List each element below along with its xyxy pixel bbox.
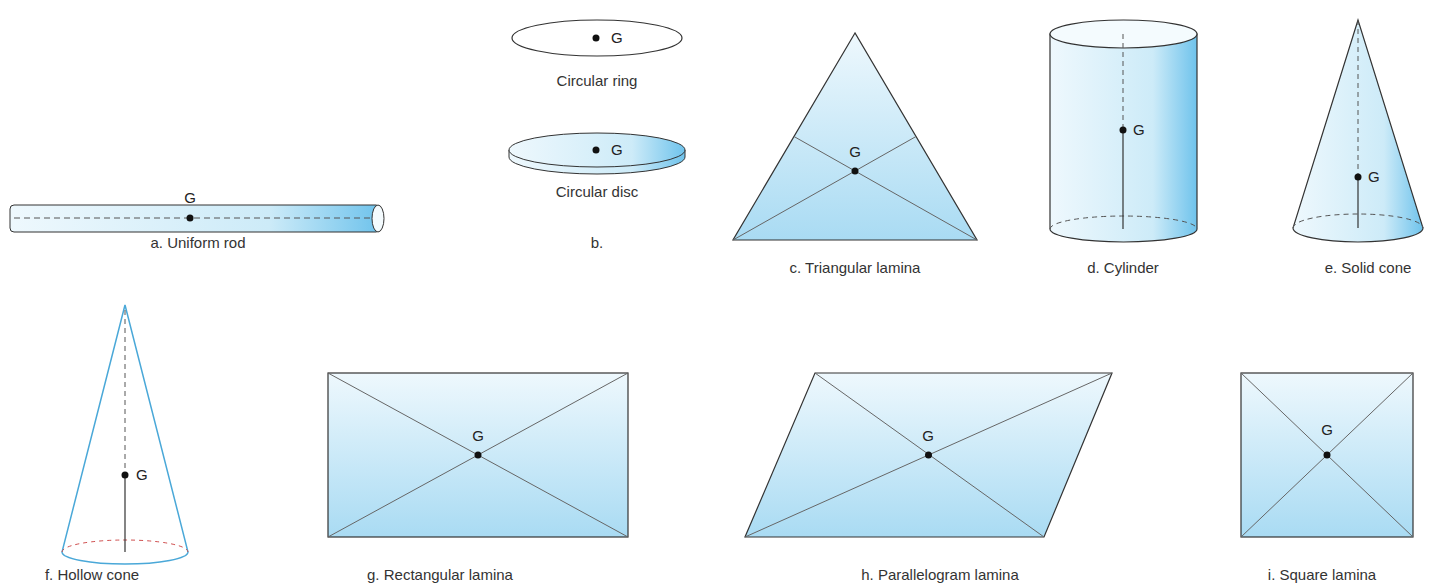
rod-end	[372, 205, 384, 232]
axis	[1123, 34, 1124, 130]
triangle-outline	[733, 33, 977, 240]
centre-of-gravity-label: G	[184, 190, 196, 207]
figure-caption: Circular ring	[557, 73, 638, 90]
triangular-lamina	[733, 33, 977, 240]
diagonal	[815, 373, 1044, 537]
parallelogram-outline	[745, 373, 1112, 537]
centre-of-gravity-label: G	[611, 30, 623, 47]
circular-ring	[512, 20, 682, 56]
centre-of-gravity-label: G	[611, 142, 623, 159]
square-lamina	[1241, 373, 1413, 537]
diagonal	[328, 373, 628, 537]
diagonal	[328, 373, 628, 537]
centre-of-gravity-label: G	[1133, 122, 1145, 139]
square-outline	[1241, 373, 1413, 537]
g-dot	[122, 472, 129, 479]
cylinder-body	[1050, 34, 1197, 242]
centre-of-gravity-label: G	[472, 428, 484, 445]
g-dot	[1324, 452, 1331, 459]
median	[794, 137, 977, 241]
solid-cone	[1293, 20, 1423, 242]
figure-caption: d. Cylinder	[1087, 260, 1159, 277]
diagonal	[1241, 373, 1413, 537]
axis	[1122, 130, 1123, 229]
cylinder	[1050, 20, 1197, 242]
rectangle-outline	[328, 373, 628, 537]
centre-of-gravity-label: G	[1368, 169, 1380, 186]
axis	[124, 475, 125, 552]
g-dot	[1120, 127, 1127, 134]
axis	[125, 310, 126, 475]
figure-caption: i. Square lamina	[1268, 567, 1376, 584]
g-dot	[475, 452, 482, 459]
figure-caption: a. Uniform rod	[150, 235, 245, 252]
figure-caption: Circular disc	[556, 184, 639, 201]
disc-face	[509, 133, 685, 167]
g-dot	[852, 168, 859, 175]
rod-body	[10, 205, 380, 232]
rectangular-lamina	[328, 373, 628, 537]
axis	[1357, 177, 1358, 228]
g-dot	[593, 147, 600, 154]
g-dot	[187, 215, 194, 222]
centre-of-gravity-label: G	[849, 144, 861, 161]
cone-shell	[62, 305, 188, 564]
cone-body	[1293, 20, 1423, 242]
figure-caption: g. Rectangular lamina	[367, 567, 513, 584]
g-dot	[593, 35, 600, 42]
diagonal	[745, 373, 1112, 537]
hollow-cone	[62, 305, 188, 564]
median	[733, 137, 916, 241]
figure-caption: f. Hollow cone	[45, 567, 139, 584]
centre-of-gravity-label: G	[922, 428, 934, 445]
ring-outline	[512, 20, 682, 56]
uniform-rod	[10, 205, 384, 232]
diagonal	[1241, 373, 1413, 537]
parallelogram-lamina	[745, 373, 1112, 537]
g-dot	[925, 452, 932, 459]
figure-caption: e. Solid cone	[1325, 260, 1412, 277]
circular-disc	[509, 133, 685, 174]
centre-of-gravity-label: G	[136, 467, 148, 484]
centre-of-gravity-label: G	[1321, 422, 1333, 439]
figure-caption: h. Parallelogram lamina	[861, 567, 1019, 584]
g-dot	[1355, 174, 1362, 181]
axis	[1358, 20, 1359, 177]
figure-caption: c. Triangular lamina	[790, 260, 921, 277]
figure-caption: b.	[591, 235, 604, 252]
